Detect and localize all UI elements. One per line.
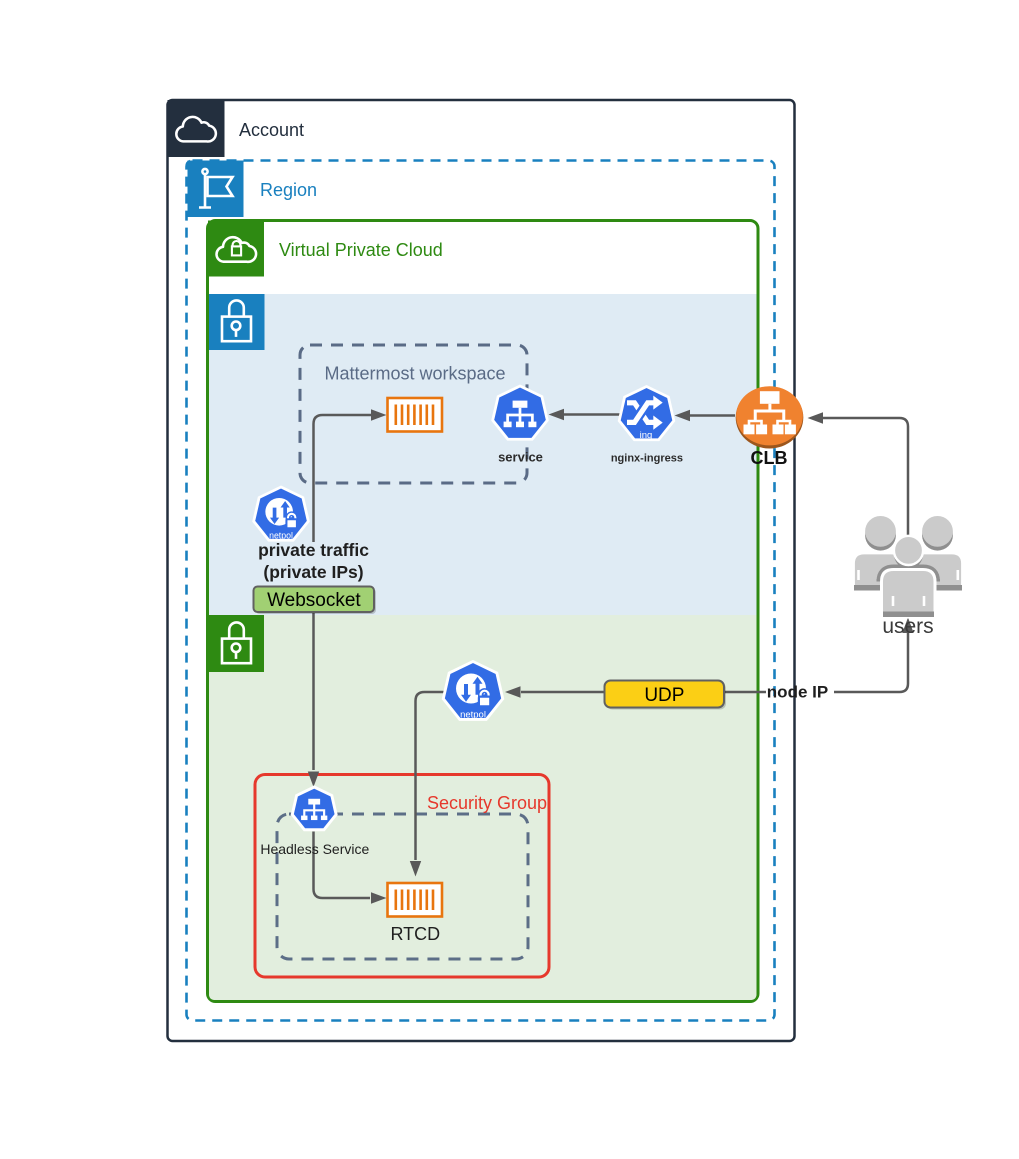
svg-text:ing: ing (640, 430, 653, 441)
svg-text:Mattermost workspace: Mattermost workspace (324, 364, 505, 384)
svg-text:Account: Account (239, 120, 304, 140)
svg-text:Security Group: Security Group (427, 793, 547, 813)
svg-text:nginx-ingress: nginx-ingress (611, 453, 683, 465)
svg-text:Websocket: Websocket (267, 590, 361, 611)
svg-text:UDP: UDP (644, 685, 684, 706)
svg-text:node IP: node IP (767, 683, 828, 702)
svg-text:CLB: CLB (751, 448, 788, 468)
svg-text:Virtual Private Cloud: Virtual Private Cloud (279, 240, 443, 260)
svg-text:users: users (882, 615, 933, 638)
svg-text:RTCD: RTCD (390, 924, 440, 944)
svg-text:service: service (498, 450, 543, 465)
svg-text:private traffic: private traffic (258, 540, 369, 560)
svg-text:Region: Region (260, 180, 317, 200)
svg-text:(private IPs): (private IPs) (263, 562, 363, 582)
svg-text:Headless Service: Headless Service (260, 841, 369, 857)
